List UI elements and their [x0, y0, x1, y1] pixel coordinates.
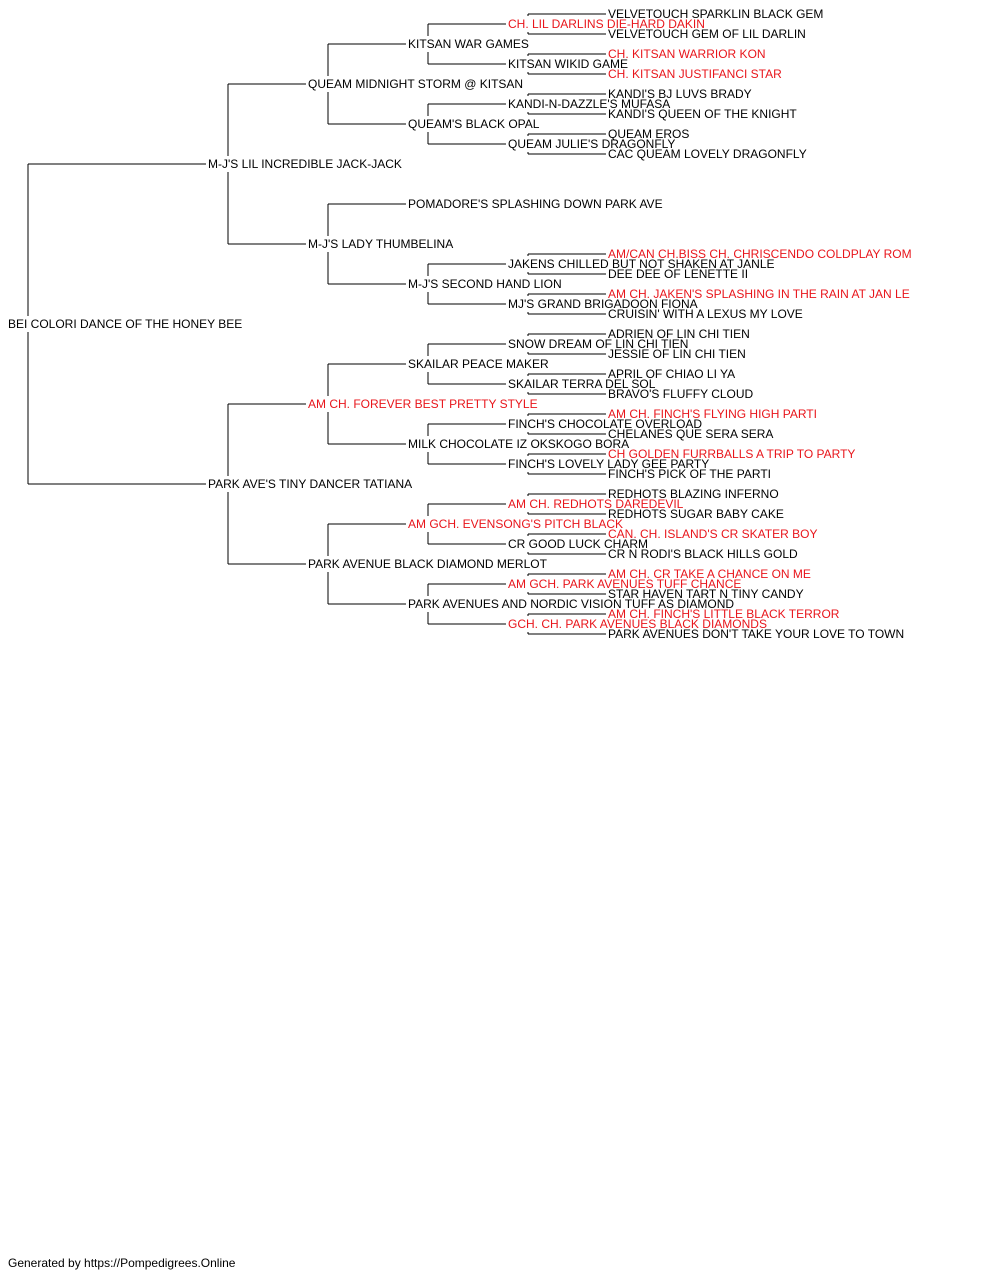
- ancestor-name: REDHOTS SUGAR BABY CAKE: [608, 507, 784, 521]
- ancestor-name: REDHOTS BLAZING INFERNO: [608, 487, 779, 501]
- ancestor-name: SKAILAR PEACE MAKER: [408, 357, 549, 371]
- ancestor-name: KANDI'S BJ LUVS BRADY: [608, 87, 752, 101]
- ancestor-name: FINCH'S CHOCOLATE OVERLOAD: [508, 417, 702, 431]
- ancestor-name: JAKENS CHILLED BUT NOT SHAKEN AT JANLE: [508, 257, 775, 271]
- ancestor-name: FINCH'S PICK OF THE PARTI: [608, 467, 771, 481]
- ancestor-name: M-J'S SECOND HAND LION: [408, 277, 562, 291]
- ancestor-name: PARK AVENUES AND NORDIC VISION TUFF AS D…: [408, 597, 734, 611]
- ancestor-name: QUEAM'S BLACK OPAL: [408, 117, 540, 131]
- ancestor-name: AM/CAN CH.BISS CH. CHRISCENDO COLDPLAY R…: [608, 247, 912, 261]
- ancestor-name: CH. KITSAN JUSTIFANCI STAR: [608, 67, 782, 81]
- ancestor-name: STAR HAVEN TART N TINY CANDY: [608, 587, 804, 601]
- ancestor-name: MILK CHOCOLATE IZ OKSKOGO BORA: [408, 437, 629, 451]
- ancestor-name: M-J'S LIL INCREDIBLE JACK-JACK: [208, 157, 402, 171]
- ancestor-name: CH GOLDEN FURRBALLS A TRIP TO PARTY: [608, 447, 855, 461]
- ancestor-name: CH. KITSAN WARRIOR KON: [608, 47, 766, 61]
- ancestor-name: VELVETOUCH GEM OF LIL DARLIN: [608, 27, 806, 41]
- ancestor-name: CR GOOD LUCK CHARM: [508, 537, 648, 551]
- ancestor-name: PARK AVE'S TINY DANCER TATIANA: [208, 477, 412, 491]
- subject-dog-name: BEI COLORI DANCE OF THE HONEY BEE: [8, 317, 242, 331]
- ancestor-name: CAN. CH. ISLAND'S CR SKATER BOY: [608, 527, 817, 541]
- ancestor-name: CH. LIL DARLINS DIE-HARD DAKIN: [508, 17, 705, 31]
- ancestor-name: AM GCH. EVENSONG'S PITCH BLACK: [408, 517, 623, 531]
- ancestor-name: KANDI-N-DAZZLE'S MUFASA: [508, 97, 670, 111]
- ancestor-name: AM CH. CR TAKE A CHANCE ON ME: [608, 567, 811, 581]
- ancestor-name: BRAVO'S FLUFFY CLOUD: [608, 387, 754, 401]
- ancestor-name: QUEAM EROS: [608, 127, 689, 141]
- ancestor-name: POMADORE'S SPLASHING DOWN PARK AVE: [408, 197, 663, 211]
- ancestor-name: AM CH. JAKEN'S SPLASHING IN THE RAIN AT …: [608, 287, 910, 301]
- ancestor-name: ADRIEN OF LIN CHI TIEN: [608, 327, 750, 341]
- ancestor-name: GCH. CH. PARK AVENUES BLACK DIAMONDS: [508, 617, 767, 631]
- ancestor-name: AM CH. FINCH'S FLYING HIGH PARTI: [608, 407, 817, 421]
- ancestor-name: KITSAN WIKID GAME: [508, 57, 628, 71]
- ancestor-name: SKAILAR TERRA DEL SOL: [508, 377, 656, 391]
- ancestor-name: AM CH. FINCH'S LITTLE BLACK TERROR: [608, 607, 840, 621]
- ancestor-name: AM GCH. PARK AVENUES TUFF CHANCE: [508, 577, 741, 591]
- ancestor-name: DEE DEE OF LENETTE II: [608, 267, 748, 281]
- ancestor-name: VELVETOUCH SPARKLIN BLACK GEM: [608, 7, 823, 21]
- generated-by-footer: Generated by https://Pompedigrees.Online: [8, 1256, 236, 1270]
- ancestor-name: AM CH. REDHOTS DAREDEVIL: [508, 497, 684, 511]
- ancestor-name: AM CH. FOREVER BEST PRETTY STYLE: [308, 397, 538, 411]
- ancestor-name: M-J'S LADY THUMBELINA: [308, 237, 453, 251]
- ancestor-name: PARK AVENUES DON'T TAKE YOUR LOVE TO TOW…: [608, 627, 904, 641]
- ancestor-name: APRIL OF CHIAO LI YA: [608, 367, 735, 381]
- ancestor-name: CAC QUEAM LOVELY DRAGONFLY: [608, 147, 807, 161]
- ancestor-name: PARK AVENUE BLACK DIAMOND MERLOT: [308, 557, 548, 571]
- ancestor-name: MJ'S GRAND BRIGADOON FIONA: [508, 297, 698, 311]
- ancestor-name: QUEAM MIDNIGHT STORM @ KITSAN: [308, 77, 523, 91]
- ancestor-name: CRUISIN' WITH A LEXUS MY LOVE: [608, 307, 803, 321]
- ancestor-name: QUEAM JULIE'S DRAGONFLY: [508, 137, 675, 151]
- ancestor-name: CR N RODI'S BLACK HILLS GOLD: [608, 547, 798, 561]
- ancestor-name: KANDI'S QUEEN OF THE KNIGHT: [608, 107, 797, 121]
- ancestor-name: FINCH'S LOVELY LADY GEE PARTY: [508, 457, 709, 471]
- ancestor-name: KITSAN WAR GAMES: [408, 37, 529, 51]
- ancestor-name: JESSIE OF LIN CHI TIEN: [608, 347, 746, 361]
- ancestor-name: SNOW DREAM OF LIN CHI TIEN: [508, 337, 688, 351]
- ancestor-name: CHELANES QUE SERA SERA: [608, 427, 773, 441]
